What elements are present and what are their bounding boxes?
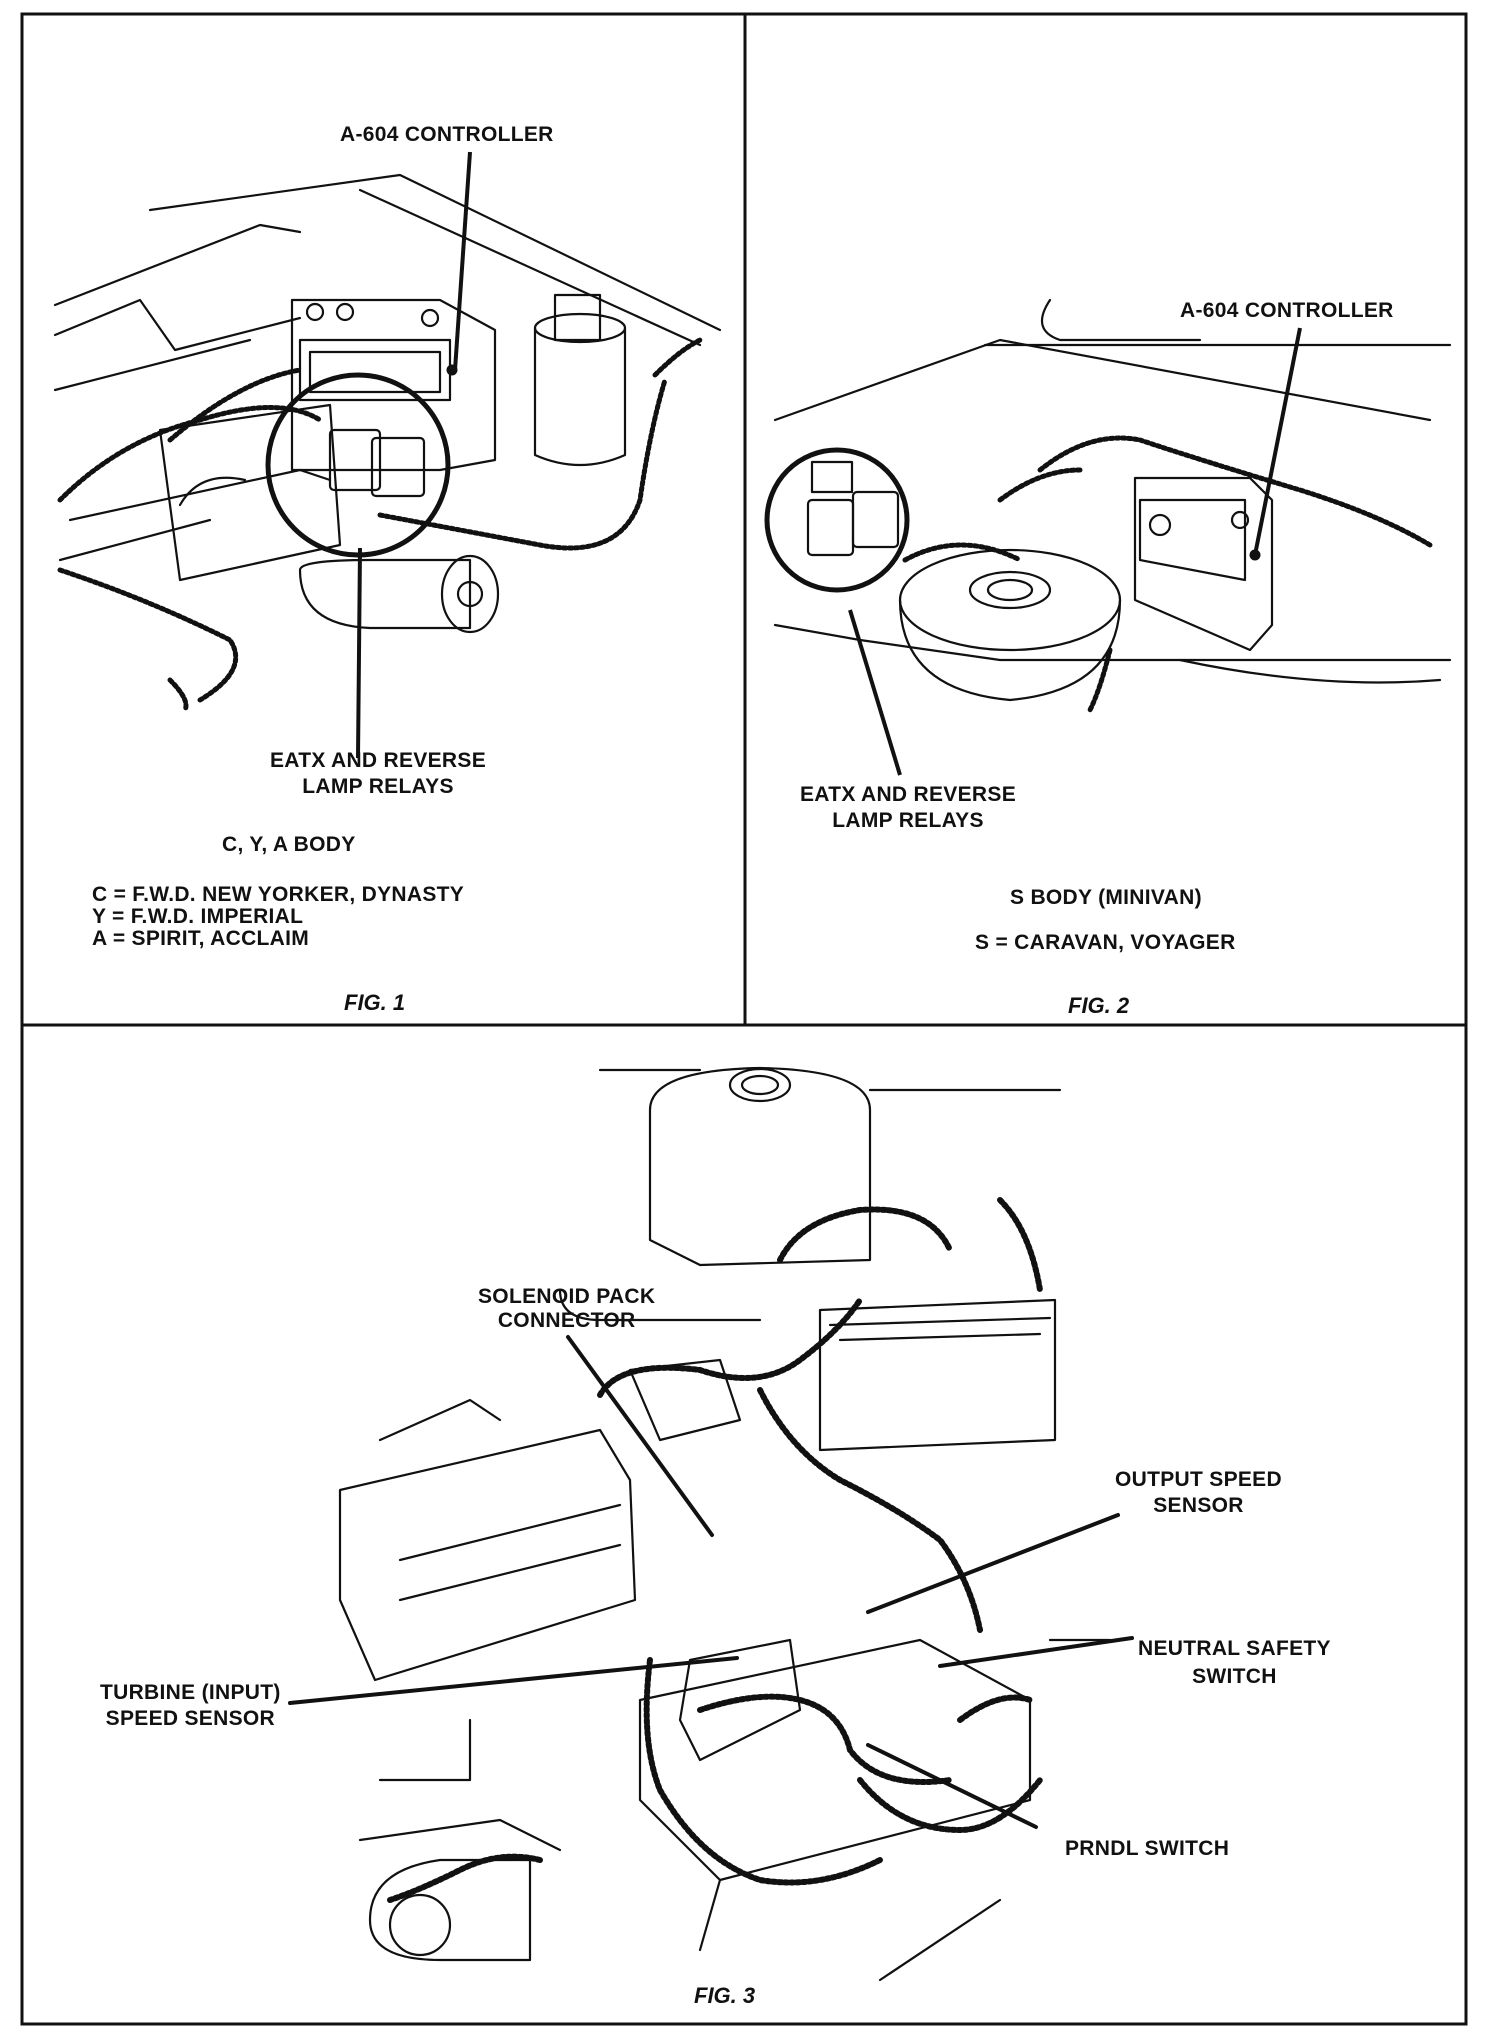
fig3-solenoid-label: SOLENOID PACK CONNECTOR [478,1285,656,1332]
fig2-caption: FIG. 2 [1068,993,1130,1018]
fig1-body-legend: C = F.W.D. NEW YORKER, DYNASTY Y = F.W.D… [92,883,465,950]
fig3-engine-illustration [338,1066,1112,1982]
fig1-controller-label: A-604 CONTROLLER [340,123,554,146]
fig1-body-title: C, Y, A BODY [222,833,356,856]
fig2-wire-harness [902,435,1433,713]
fig2-relays-label: EATX AND REVERSE LAMP RELAYS [800,783,1016,832]
fig3-neutral-safety-label: NEUTRAL SAFETY SWITCH [1138,1637,1331,1688]
fig3-prndl-label: PRNDL SWITCH [1065,1837,1230,1860]
fig1-wire-harness [57,337,703,713]
fig1-relays-label: EATX AND REVERSE LAMP RELAYS [270,749,486,798]
fig2-body-title: S BODY (MINIVAN) [1010,886,1202,909]
fig2-controller-label: A-604 CONTROLLER [1180,299,1394,322]
fig3-output-speed-label: OUTPUT SPEED SENSOR [1115,1468,1282,1517]
fig2-engine-illustration [773,298,1452,702]
fig2-body-legend: S = CARAVAN, VOYAGER [975,931,1236,954]
fig3-caption: FIG. 3 [694,1983,756,2008]
fig1-caption: FIG. 1 [344,990,406,1015]
fig3-turbine-label: TURBINE (INPUT) SPEED SENSOR [100,1681,281,1730]
panel-frames [20,12,1468,2026]
fig1-engine-illustration [53,173,722,634]
fig3-callouts [288,1335,1134,1829]
fig3-wire-harness [387,1197,1043,1903]
fig2-callouts [764,327,1302,776]
fig1-callouts [265,151,472,759]
